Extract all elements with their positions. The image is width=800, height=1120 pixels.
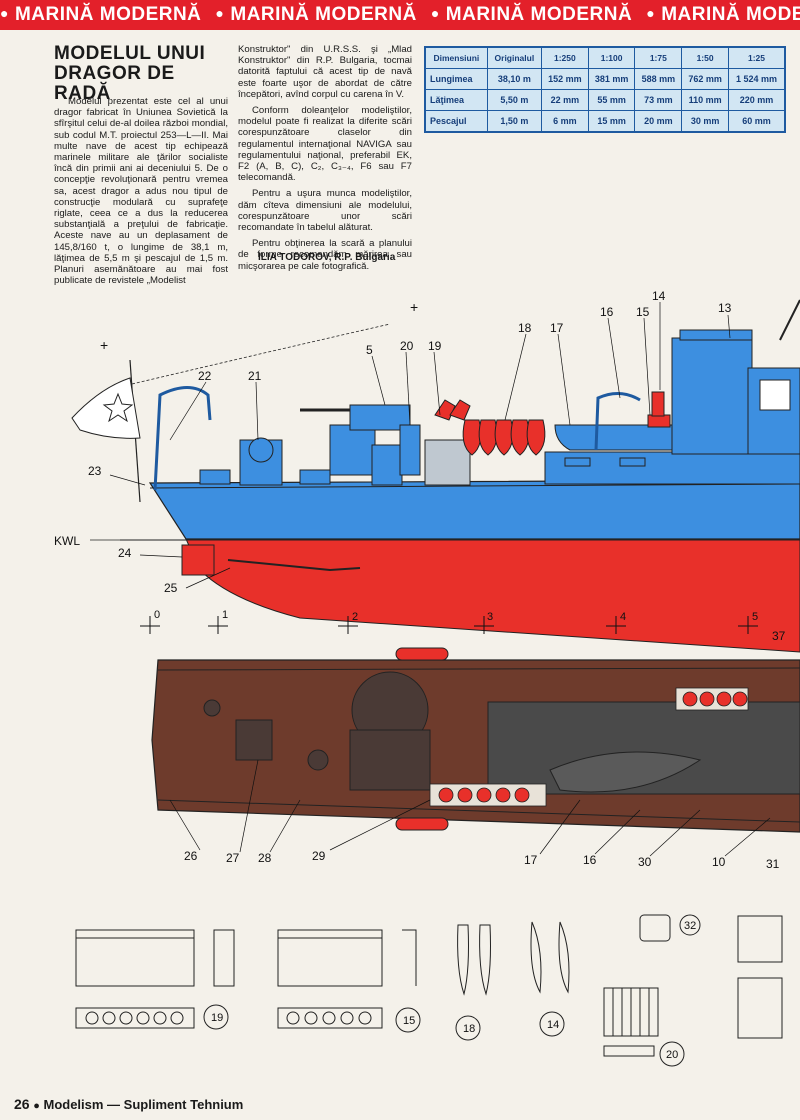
registration-mark: + xyxy=(100,337,108,353)
detail-label-15: 15 xyxy=(403,1015,415,1027)
top-banner: MARINĂ MODERNĂ MARINĂ MODERNĂ MARINĂ MOD… xyxy=(0,0,800,30)
station-marks: 0 1 2 3 4 5 xyxy=(140,609,758,634)
table-cell: 152 mm xyxy=(540,68,589,90)
table-cell: Lăţimea xyxy=(424,89,488,111)
callout-27: 27 xyxy=(226,851,240,865)
title-line: DRAGOR DE RADĂ xyxy=(54,63,175,104)
table-header-row: Dimensiuni Originalul 1:250 1:100 1:75 1… xyxy=(424,46,786,69)
table-cell: 1 524 mm xyxy=(727,68,786,90)
table-row: Lungimea 38,10 m 152 mm 381 mm 588 mm 76… xyxy=(424,68,786,90)
detail-label-20: 20 xyxy=(666,1049,678,1061)
station-5: 5 xyxy=(752,611,758,623)
article-column-1: Modelul prezentat este cel al unui drago… xyxy=(54,96,228,287)
table-cell: 588 mm xyxy=(634,68,683,90)
footer-text: Modelism — Supliment Tehnium xyxy=(43,1097,244,1112)
detail-label-18: 18 xyxy=(463,1023,475,1035)
detail-drawings xyxy=(75,914,783,1067)
table-cell: Lungimea xyxy=(424,68,488,90)
table-cell: 20 mm xyxy=(634,110,683,133)
banner-text: MARINĂ MODERNĂ xyxy=(215,4,416,26)
bullet-icon: ● xyxy=(33,1100,40,1112)
callout-17: 17 xyxy=(550,321,564,335)
callout-26: 26 xyxy=(184,849,198,863)
callout-5: 5 xyxy=(366,343,373,357)
paragraph: Pentru a uşura munca modeliştilor, dăm c… xyxy=(238,188,412,234)
callout-13: 13 xyxy=(718,301,732,315)
author-byline: ILIA TODOROV, R.P. Bulgaria xyxy=(258,252,396,263)
station-2: 2 xyxy=(352,611,358,623)
table-cell: 5,50 m xyxy=(486,89,542,111)
table-cell: 1,50 m xyxy=(486,110,542,133)
callout-21: 21 xyxy=(248,369,262,383)
callout-18: 18 xyxy=(518,321,532,335)
callout-31: 31 xyxy=(766,857,780,871)
ship-drawing: KWL + + 13 14 15 16 17 18 19 20 5 21 22 … xyxy=(54,289,800,1067)
table-header: 1:75 xyxy=(634,46,683,69)
table-cell: 38,10 m xyxy=(486,68,542,90)
callout-10: 10 xyxy=(712,855,726,869)
side-view: KWL + + 13 14 15 16 17 18 19 20 5 21 22 … xyxy=(54,289,800,653)
banner-text: MARINĂ MODERNĂ xyxy=(646,4,800,26)
table-cell: 15 mm xyxy=(587,110,636,133)
article-column-2: Konstruktor" din U.R.S.S. şi „Mlad Konst… xyxy=(238,44,412,277)
callout-16: 16 xyxy=(583,853,597,867)
callout-22: 22 xyxy=(198,369,212,383)
table-cell: 6 mm xyxy=(540,110,589,133)
callout-29: 29 xyxy=(312,849,326,863)
waterline-label: KWL xyxy=(54,534,80,548)
callout-20: 20 xyxy=(400,339,414,353)
table-header: Originalul xyxy=(486,46,542,69)
table-row: Pescajul 1,50 m 6 mm 15 mm 20 mm 30 mm 6… xyxy=(424,110,786,133)
table-cell: 110 mm xyxy=(681,89,729,111)
table-header: 1:100 xyxy=(587,46,636,69)
table-header: Dimensiuni xyxy=(424,46,488,69)
plan-view: 37 26 27 28 29 17 16 30 10 31 xyxy=(151,629,800,871)
table-cell: 22 mm xyxy=(540,89,589,111)
callout-24: 24 xyxy=(118,546,132,560)
station-3: 3 xyxy=(487,611,493,623)
table-header: 1:250 xyxy=(540,46,589,69)
callout-37: 37 xyxy=(772,629,786,643)
page-number: 26 xyxy=(14,1096,30,1112)
registration-mark: + xyxy=(410,299,418,315)
table-cell: 762 mm xyxy=(681,68,729,90)
callout-23: 23 xyxy=(88,464,102,478)
banner-text: MARINĂ MODERNĂ xyxy=(0,4,201,26)
article-title: MODELUL UNUI DRAGOR DE RADĂ xyxy=(54,44,234,104)
paragraph: Konstruktor" din U.R.S.S. şi „Mlad Konst… xyxy=(238,44,412,100)
table-cell: 73 mm xyxy=(634,89,683,111)
table-cell: Pescajul xyxy=(424,110,488,133)
station-1: 1 xyxy=(222,609,228,621)
table-row: Lăţimea 5,50 m 22 mm 55 mm 73 mm 110 mm … xyxy=(424,89,786,111)
detail-label-19: 19 xyxy=(211,1012,223,1024)
table-cell: 220 mm xyxy=(727,89,786,111)
table-header: 1:50 xyxy=(681,46,729,69)
table-cell: 55 mm xyxy=(587,89,636,111)
banner-text: MARINĂ MODERNĂ xyxy=(431,4,632,26)
table-header: 1:25 xyxy=(727,46,786,69)
table-cell: 30 mm xyxy=(681,110,729,133)
callout-16: 16 xyxy=(600,305,614,319)
callout-19: 19 xyxy=(428,339,442,353)
station-0: 0 xyxy=(154,609,160,621)
paragraph: Conform doleanţelor modeliştilor, modelu… xyxy=(238,105,412,184)
detail-label-32: 32 xyxy=(684,920,696,932)
paragraph: Pentru obţinerea la scară a planului de … xyxy=(238,238,412,272)
station-4: 4 xyxy=(620,611,626,623)
table-cell: 60 mm xyxy=(727,110,786,133)
detail-label-14: 14 xyxy=(547,1019,559,1031)
callout-30: 30 xyxy=(638,855,652,869)
callout-28: 28 xyxy=(258,851,272,865)
callout-17: 17 xyxy=(524,853,538,867)
table-cell: 381 mm xyxy=(587,68,636,90)
callout-14: 14 xyxy=(652,289,666,303)
callout-15: 15 xyxy=(636,305,650,319)
title-line: MODELUL UNUI xyxy=(54,43,206,64)
dimensions-table: Dimensiuni Originalul 1:250 1:100 1:75 1… xyxy=(424,46,786,133)
callout-25: 25 xyxy=(164,581,178,595)
page-footer: 26 ● Modelism — Supliment Tehnium xyxy=(14,1096,243,1112)
